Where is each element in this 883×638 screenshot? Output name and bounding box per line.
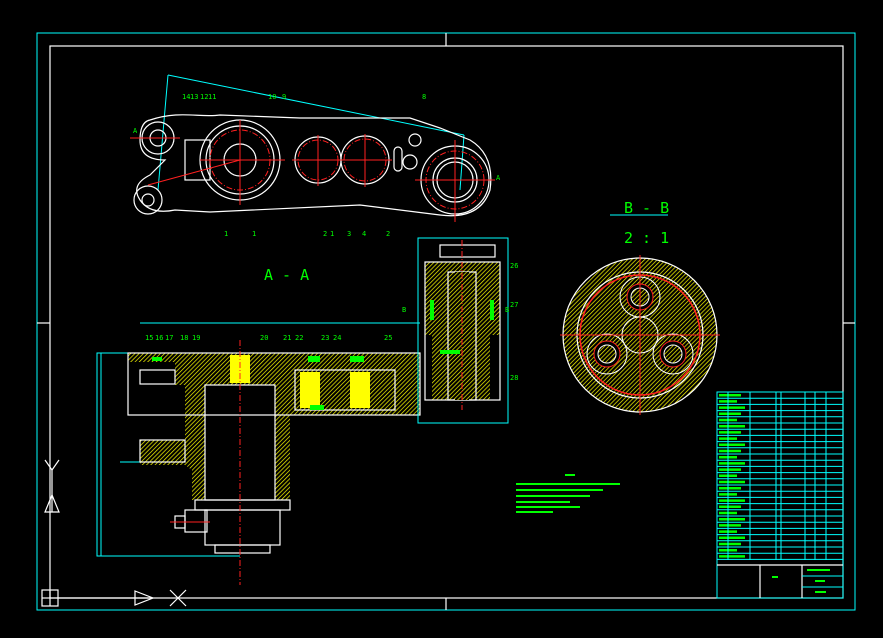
part-label: 21 <box>283 334 291 342</box>
part-label: 8 <box>422 93 426 101</box>
part-label: 1 <box>330 230 334 238</box>
part-label: 27 <box>510 301 518 309</box>
part-label: 1 <box>252 230 256 238</box>
technical-notes <box>516 474 620 513</box>
part-label: 25 <box>384 334 392 342</box>
part-label: 18 <box>180 334 188 342</box>
section-aa-view: 15 16 17 18 19 20 21 22 23 24 25 26 27 2… <box>96 237 518 585</box>
view-marker: A <box>133 127 138 135</box>
part-label: 26 <box>510 262 518 270</box>
part-label: 17 <box>165 334 173 342</box>
top-view-link-arm: 14 13 12 11 10 9 8 1 1 2 1 3 4 2 A A <box>130 74 501 238</box>
ucs-icon <box>41 459 187 607</box>
part-label: 2 <box>386 230 390 238</box>
title-block <box>716 391 844 599</box>
part-label: 11 <box>208 93 216 101</box>
drawing-frame <box>36 32 856 611</box>
view-marker: A <box>496 174 501 182</box>
section-marker: B <box>505 306 509 314</box>
part-label: 13 <box>190 93 198 101</box>
part-label: 2 <box>323 230 327 238</box>
part-label: 10 <box>268 93 276 101</box>
part-label: 24 <box>333 334 341 342</box>
part-label: 22 <box>295 334 303 342</box>
part-label: 19 <box>192 334 200 342</box>
part-label: 14 <box>182 93 190 101</box>
section-bb-scale: 2 : 1 <box>624 229 669 247</box>
section-bb-title: B - B <box>624 199 669 217</box>
part-label: 16 <box>155 334 163 342</box>
part-label: 9 <box>282 93 286 101</box>
part-label: 15 <box>145 334 153 342</box>
part-label: 28 <box>510 374 518 382</box>
section-bb-view <box>560 255 720 415</box>
part-label: 1 <box>224 230 228 238</box>
part-label: 4 <box>362 230 366 238</box>
part-label: 20 <box>260 334 268 342</box>
section-aa-title: A - A <box>264 266 309 284</box>
part-label: 12 <box>200 93 208 101</box>
part-label: 23 <box>321 334 329 342</box>
part-label: 3 <box>347 230 351 238</box>
section-marker: B <box>402 306 406 314</box>
